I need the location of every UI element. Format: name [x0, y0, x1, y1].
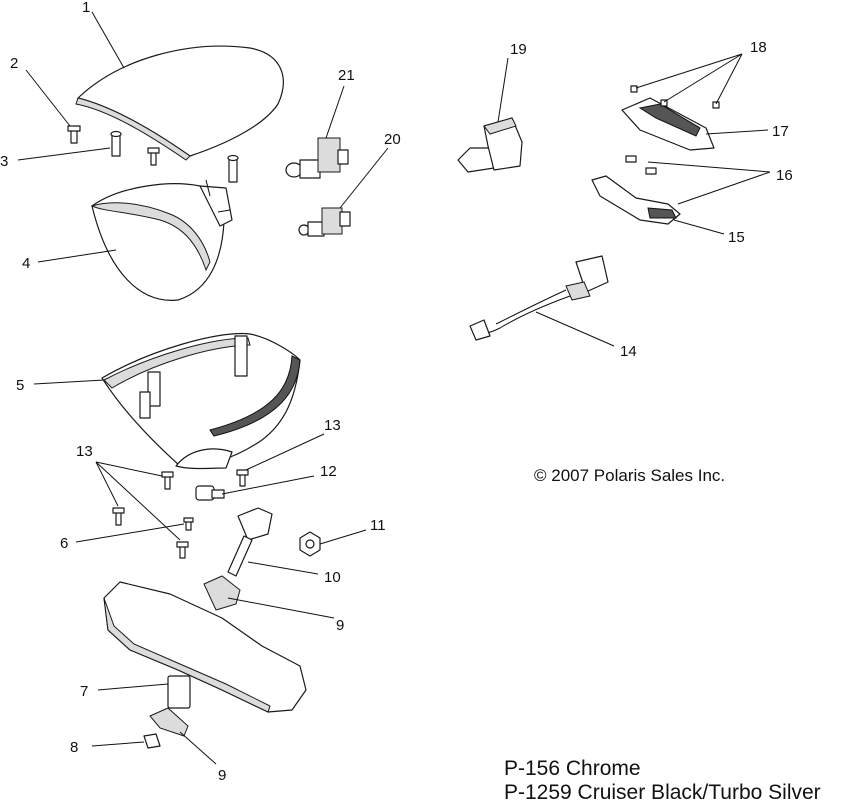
part-5-shell [101, 332, 301, 470]
part-4-headlight [90, 179, 233, 301]
callout-17: 17 [772, 123, 789, 140]
part-1-cover [75, 45, 284, 161]
part-11-nut [299, 531, 321, 557]
callout-5: 5 [16, 377, 24, 394]
callout-13-right: 13 [324, 417, 341, 434]
callout-9-lower: 9 [218, 767, 226, 784]
part-14-harness [469, 255, 609, 341]
part-2-screw [67, 125, 81, 144]
callout-9-upper: 9 [336, 617, 344, 634]
part-21-bulb [285, 137, 349, 179]
callout-12: 12 [320, 463, 337, 480]
callout-1: 1 [82, 0, 90, 16]
part-6-screws [176, 517, 194, 559]
part-17-lamp [621, 97, 715, 151]
copyright-notice: © 2007 Polaris Sales Inc. [534, 466, 726, 485]
part-15-lens [591, 175, 681, 225]
callout-19: 19 [510, 41, 527, 58]
part-note-cruiser: P-1259 Cruiser Black/Turbo Silver [504, 781, 821, 803]
part-19-bulb [457, 117, 523, 173]
part-10-bracket [227, 507, 273, 577]
part-9-bushing-lower [149, 707, 189, 737]
spacer-2 [227, 154, 239, 183]
callout-11: 11 [370, 517, 386, 534]
callout-3: 3 [0, 153, 8, 170]
callout-21: 21 [338, 67, 355, 84]
callout-15: 15 [728, 229, 745, 246]
part-note-chrome: P-156 Chrome [504, 757, 641, 780]
callout-13-left: 13 [76, 443, 93, 460]
part-3-spacer [110, 130, 122, 157]
leader-lines [17, 11, 771, 765]
part-13-screws [112, 469, 249, 526]
callout-18: 18 [750, 39, 767, 56]
small-screw [147, 147, 160, 166]
part-12-bolt [195, 485, 225, 501]
part-20-bulb [298, 207, 351, 237]
callout-4: 4 [22, 255, 30, 272]
part-8-clip [143, 733, 161, 749]
callout-14: 14 [620, 343, 637, 360]
part-9-grommet-upper [203, 575, 241, 611]
callout-20: 20 [384, 131, 401, 148]
mount-plate [103, 581, 307, 713]
callout-7: 7 [80, 683, 88, 700]
callout-16: 16 [776, 167, 793, 184]
callout-10: 10 [324, 569, 341, 586]
callout-2: 2 [10, 55, 18, 72]
callout-6: 6 [60, 535, 68, 552]
callout-labels: 1 2 3 4 5 6 7 8 9 9 10 11 12 13 13 14 15… [0, 0, 793, 784]
part-18-screws [630, 85, 720, 109]
callout-8: 8 [70, 739, 78, 756]
part-16-pins [625, 155, 657, 175]
part-7-sleeve [167, 675, 191, 709]
